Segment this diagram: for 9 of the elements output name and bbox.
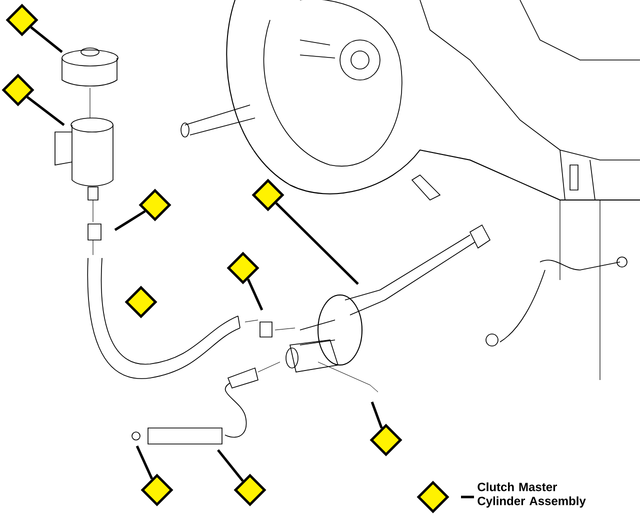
- leader-line: [114, 210, 146, 232]
- leader-line: [275, 202, 359, 285]
- leader-line: [30, 26, 63, 53]
- leader-line: [26, 96, 65, 126]
- leader-line: [217, 449, 244, 482]
- leader-line: [136, 445, 154, 480]
- leader-line: [246, 278, 264, 311]
- leader-line: [370, 402, 383, 429]
- legend-text: Clutch Master Cylinder Assembly: [478, 482, 586, 508]
